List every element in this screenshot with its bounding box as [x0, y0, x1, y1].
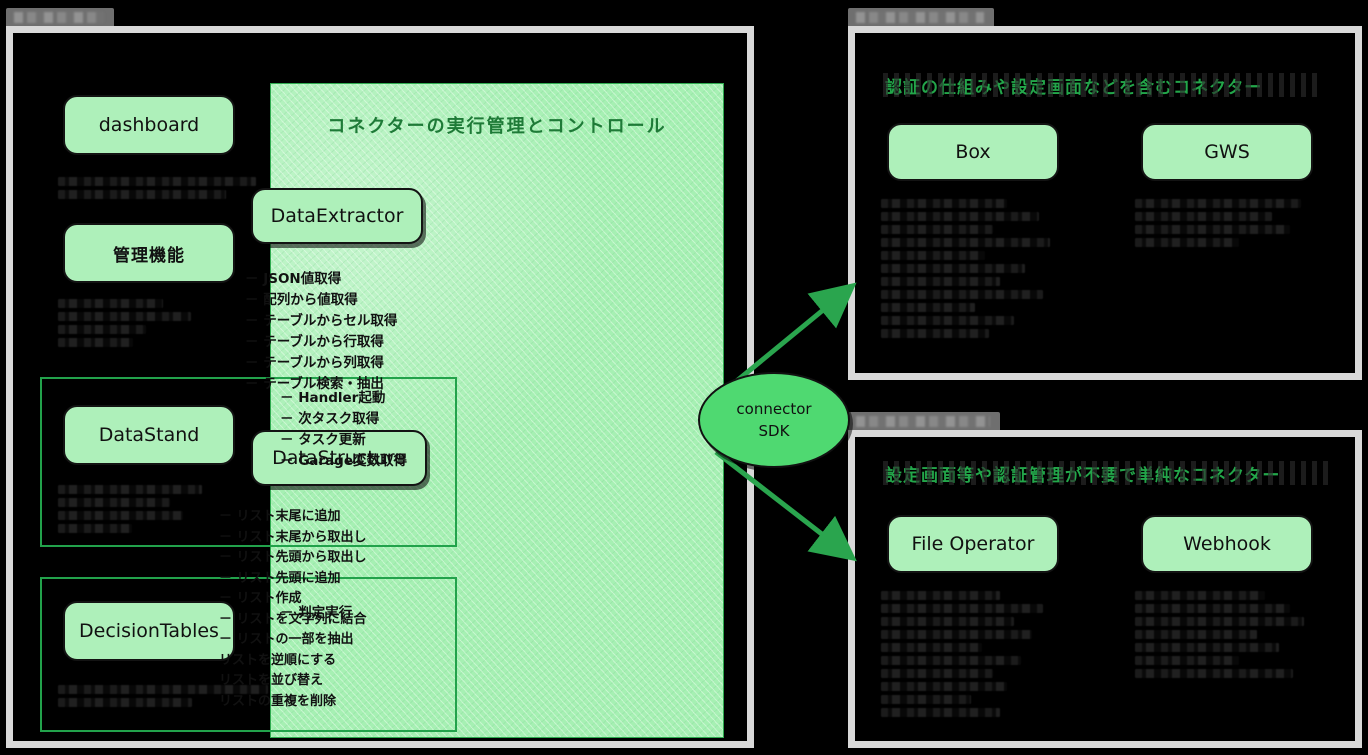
- top-right-title-veil: [883, 73, 1323, 97]
- bottom-right-window-tab[interactable]: [848, 412, 1000, 431]
- decisiontables-group-outline: [40, 577, 457, 732]
- webhook-description-redacted: [1135, 587, 1315, 682]
- bottom-right-window: 設定画面等や認証管理が不要で単純なコネクター File Operator Web…: [848, 412, 1362, 748]
- dashboard-description-redacted: [58, 173, 256, 203]
- list-item: － 次タスク取得: [280, 411, 380, 427]
- node-file-operator-label: File Operator: [911, 533, 1035, 555]
- decisiontables-bullet-list: － 判定実行: [280, 603, 352, 624]
- list-item: － テーブルから列取得: [245, 355, 384, 371]
- bottom-right-title-veil: [883, 461, 1333, 485]
- node-datastructure-label: DataStructure: [272, 447, 406, 469]
- node-file-operator[interactable]: File Operator: [887, 515, 1059, 573]
- node-datastand[interactable]: DataStand: [63, 405, 235, 465]
- gws-description-redacted: [1135, 195, 1315, 251]
- datastand-description-redacted: [58, 481, 218, 537]
- list-item: リストを逆順にする: [219, 652, 337, 668]
- list-item: － テーブルからセル取得: [245, 313, 398, 329]
- node-decisiontables-label: DecisionTables: [79, 620, 219, 642]
- list-item: － リスト末尾に追加: [219, 509, 341, 524]
- list-item: － リストを文字列に結合: [219, 611, 367, 627]
- decisiontables-description-redacted: [58, 681, 268, 711]
- top-right-window-frame: 認証の仕組みや設定画面などを含むコネクター Box GWS: [848, 26, 1362, 380]
- node-datastand-label: DataStand: [98, 424, 200, 446]
- list-item: － 判定実行: [280, 605, 353, 621]
- node-datastructure[interactable]: DataStructure: [251, 430, 427, 486]
- list-item: － リスト末尾から取出し: [219, 529, 367, 545]
- list-item: － Garage変数取得: [280, 453, 407, 469]
- list-item: － 配列から値取得: [245, 292, 358, 308]
- datastand-group-outline: [40, 377, 457, 547]
- node-dataextractor-label: DataExtractor: [270, 205, 404, 227]
- left-window: コネクターの実行管理とコントロール dashboard 管理機能 DataSta…: [6, 8, 754, 748]
- left-window-frame: コネクターの実行管理とコントロール dashboard 管理機能 DataSta…: [6, 26, 754, 748]
- node-box[interactable]: Box: [887, 123, 1059, 181]
- list-item: － JSON値取得: [245, 271, 342, 287]
- list-item: － リスト作成: [219, 591, 302, 606]
- file-operator-description-redacted: [881, 587, 1061, 721]
- node-webhook[interactable]: Webhook: [1141, 515, 1313, 573]
- bottom-right-window-tab-label: [856, 416, 990, 427]
- connector-sdk-line1: connector: [736, 400, 812, 418]
- left-window-tab[interactable]: [6, 8, 114, 27]
- list-item: － テーブル検索・抽出: [245, 376, 384, 392]
- datastructure-bullet-list: － リスト末尾に追加 － リスト末尾から取出し － リスト先頭から取出し － リ…: [219, 507, 367, 712]
- node-decisiontables[interactable]: DecisionTables: [63, 601, 235, 661]
- panel-title: コネクターの実行管理とコントロール: [327, 116, 667, 137]
- datastand-bullet-list: － Handler起動 － 次タスク取得 － タスク更新 － Garage変数取…: [280, 388, 407, 472]
- node-dashboard[interactable]: dashboard: [63, 95, 235, 155]
- dataextractor-bullet-list: － JSON値取得 － 配列から値取得 － テーブルからセル取得 － テーブルか…: [245, 269, 397, 395]
- list-item: － リスト先頭から取出し: [219, 550, 367, 565]
- list-item: － タスク更新: [280, 432, 366, 448]
- node-gws[interactable]: GWS: [1141, 123, 1313, 181]
- list-item: － リストの一部を抽出: [219, 632, 354, 647]
- list-item: リストの重複を削除: [219, 693, 337, 709]
- top-right-window-tab-label: [856, 12, 984, 23]
- node-box-label: Box: [955, 141, 991, 163]
- left-window-tab-label: [14, 12, 104, 23]
- top-right-window-tab[interactable]: [848, 8, 994, 27]
- list-item: リストを並び替え: [219, 673, 324, 688]
- node-kanri-kinou-label: 管理機能: [113, 245, 185, 266]
- top-right-window: 認証の仕組みや設定画面などを含むコネクター Box GWS: [848, 8, 1362, 380]
- connector-sdk-line2: SDK: [758, 422, 790, 440]
- node-dashboard-label: dashboard: [98, 114, 200, 136]
- node-webhook-label: Webhook: [1183, 533, 1271, 555]
- node-kanri-kinou[interactable]: 管理機能: [63, 223, 235, 283]
- list-item: － テーブルから行取得: [245, 334, 384, 350]
- list-item: － リスト先頭に追加: [219, 570, 341, 586]
- box-description-redacted: [881, 195, 1061, 342]
- bottom-right-window-frame: 設定画面等や認証管理が不要で単純なコネクター File Operator Web…: [848, 430, 1362, 748]
- node-gws-label: GWS: [1204, 141, 1250, 163]
- list-item: － Handler起動: [280, 390, 386, 406]
- connector-sdk-node[interactable]: connector SDK: [698, 372, 850, 468]
- kanri-kinou-description-redacted: [58, 295, 228, 351]
- node-dataextractor[interactable]: DataExtractor: [251, 188, 423, 244]
